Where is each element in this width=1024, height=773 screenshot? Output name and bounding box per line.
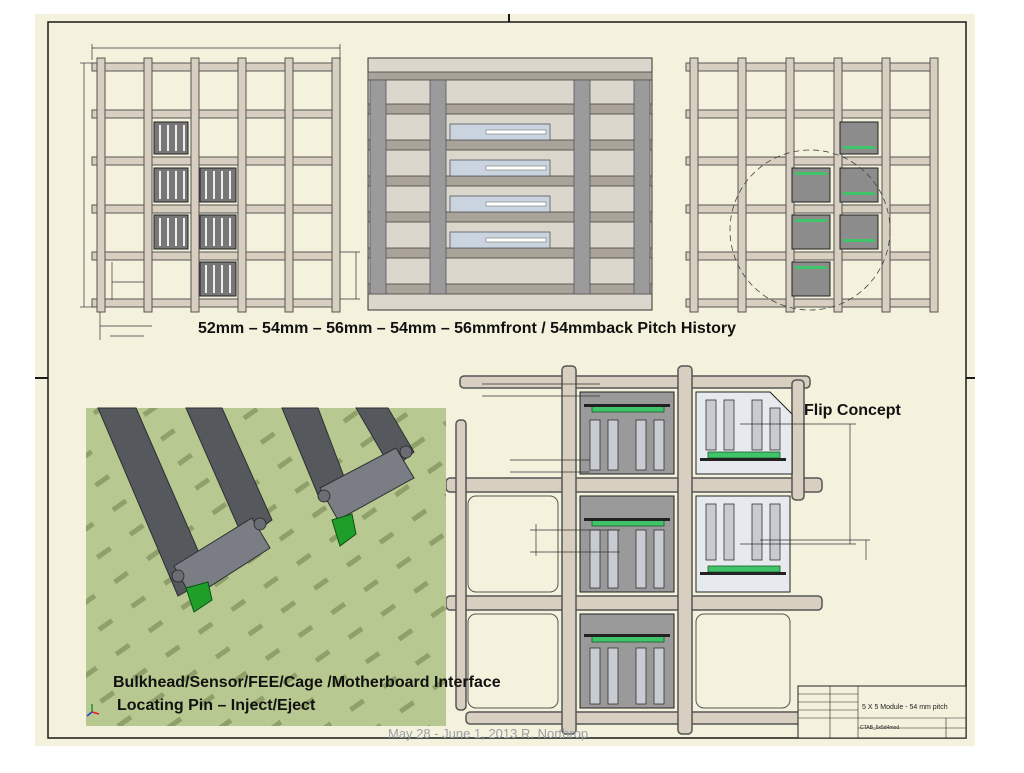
- pitch-history-label: 52mm – 54mm – 56mm – 54mm – 56mmfront / …: [198, 320, 737, 337]
- title-block: [797, 685, 967, 739]
- grid-view-left: [80, 44, 360, 340]
- title-block-title: 5 X 5 Module - 54 mm pitch: [862, 704, 948, 711]
- render-image: [86, 407, 446, 726]
- grid-view-right: [685, 57, 939, 313]
- locating-pin-label: Locating Pin – Inject/Eject: [117, 697, 316, 714]
- axis-triad-icon: [86, 704, 100, 717]
- detail-view: [445, 365, 870, 735]
- slide-footer: May 28 - June 1, 2013 R. Northrop: [388, 726, 589, 741]
- interface-label: Bulkhead/Sensor/FEE/Cage /Motherboard In…: [113, 674, 501, 691]
- flip-concept-label: Flip Concept: [804, 402, 901, 419]
- title-block-drawing-number: CTAB_5x5d4mod: [860, 725, 900, 731]
- side-view-center: [367, 57, 653, 311]
